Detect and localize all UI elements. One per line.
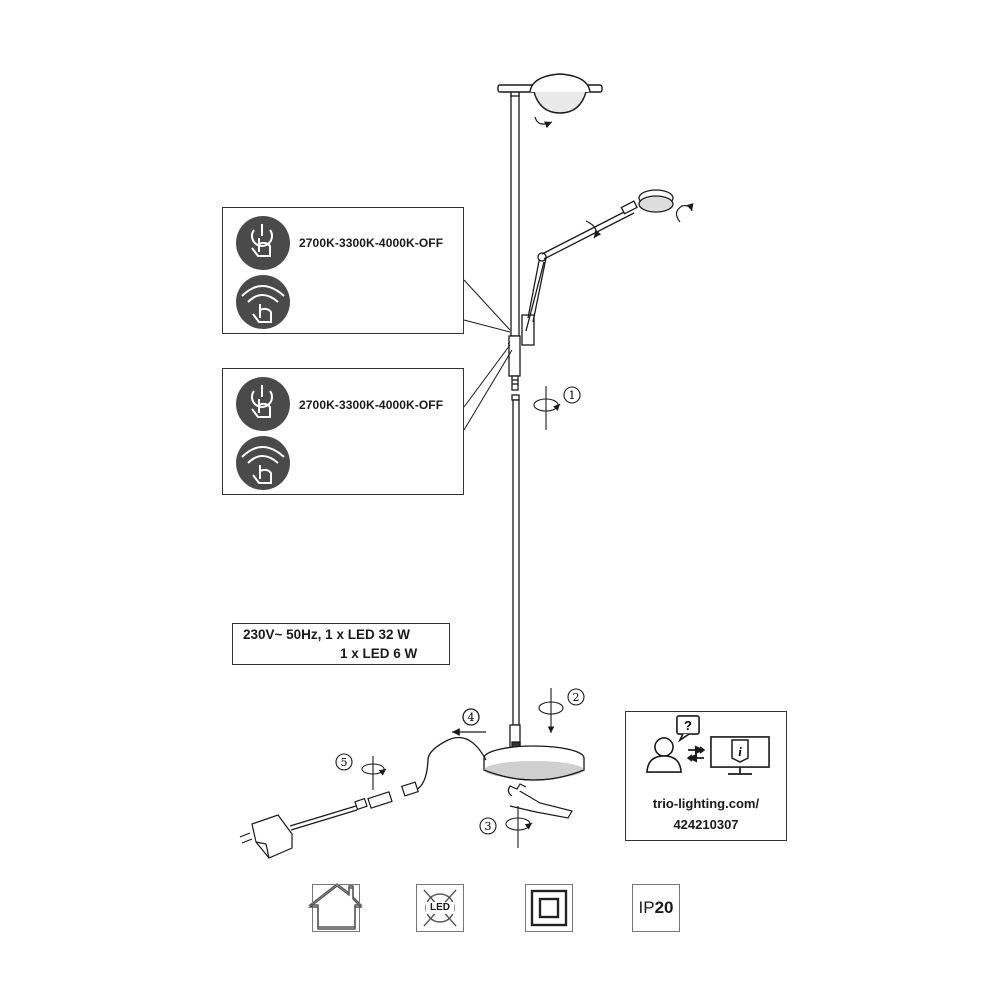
color-temp-label: 2700K-3300K-4000K-OFF xyxy=(299,398,444,412)
indoor-use-symbol xyxy=(312,884,360,932)
class-2-symbol xyxy=(525,884,573,932)
ip-rating-value: 20 xyxy=(654,898,674,917)
uplight-head xyxy=(497,73,603,114)
lamp-pole-lower xyxy=(511,394,520,726)
ip-rating-symbol: IP20 xyxy=(632,884,680,932)
lamp-base xyxy=(483,724,585,781)
led-text: LED xyxy=(426,902,454,914)
head-tilt-arrow xyxy=(675,203,694,223)
support-url-line-2: 424210307 xyxy=(673,817,739,832)
step-4-label: 4 xyxy=(468,711,475,724)
wrench-tool xyxy=(507,783,573,819)
control-panel-reading: 2700K-3300K-4000K-OFF xyxy=(222,368,464,495)
connector-plug xyxy=(289,781,419,831)
led-symbol xyxy=(416,884,464,932)
power-adapter xyxy=(239,814,293,859)
lamp-pole-upper xyxy=(508,95,521,391)
ip-prefix: IP xyxy=(638,898,655,917)
spec-line-2: 1 x LED 6 W xyxy=(340,646,418,661)
spec-line-1: 230V~ 50Hz, 1 x LED 32 W xyxy=(243,627,410,642)
uplight-rotate-arrow xyxy=(534,116,553,129)
control-panel-uplight: 2700K-3300K-4000K-OFF xyxy=(222,207,464,334)
reading-arm xyxy=(521,189,674,346)
step-2-rotate xyxy=(538,688,585,733)
electrical-spec-box: 230V~ 50Hz, 1 x LED 32 W 1 x LED 6 W xyxy=(232,623,450,665)
step-1-rotate xyxy=(533,386,581,430)
power-cable xyxy=(415,708,487,791)
support-info-box: trio-lighting.com/ 424210307 xyxy=(625,711,787,841)
step-5-label: 5 xyxy=(341,756,348,769)
step-5-rotate xyxy=(335,753,387,790)
step-1-label: 1 xyxy=(569,389,576,402)
step-3-rotate xyxy=(479,806,533,848)
color-temp-label: 2700K-3300K-4000K-OFF xyxy=(299,236,444,250)
step-3-label: 3 xyxy=(485,820,492,833)
support-url-line-1: trio-lighting.com/ xyxy=(652,796,760,811)
step-2-label: 2 xyxy=(573,691,580,704)
arm-rotate-arrow xyxy=(585,220,602,239)
leader-lines xyxy=(463,279,513,431)
